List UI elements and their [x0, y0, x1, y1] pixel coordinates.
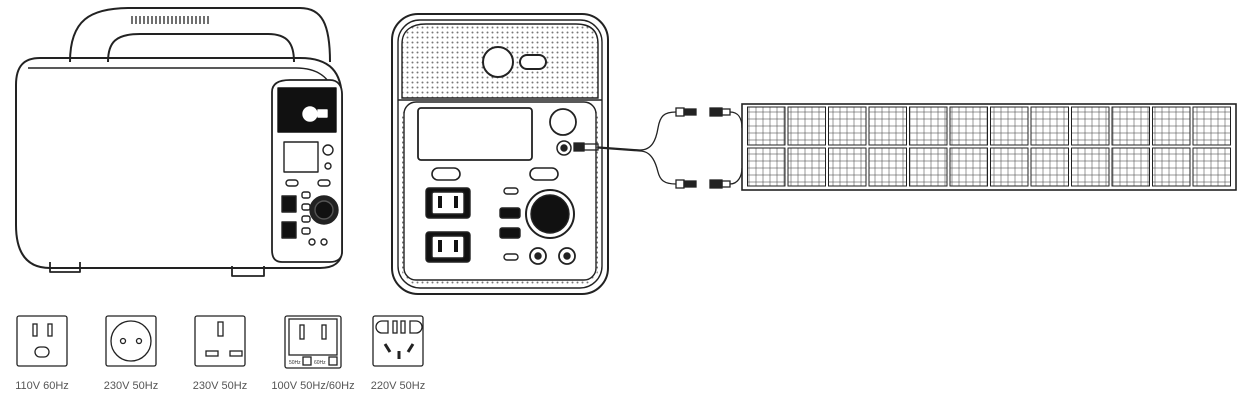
solar-cell-1-5	[949, 147, 988, 187]
socket-uk-label: 230V 50Hz	[192, 380, 248, 392]
power-station-front-view-icon	[391, 13, 609, 295]
socket-cn-icon	[372, 315, 424, 367]
solar-cell-0-3	[868, 106, 907, 146]
solar-cell-1-2	[828, 147, 867, 187]
solar-cell-0-10	[1152, 106, 1191, 146]
socket-cn-label: 220V 50Hz	[370, 380, 426, 392]
solar-cell-1-9	[1111, 147, 1150, 187]
solar-cell-0-7	[1030, 106, 1069, 146]
solar-cell-1-11	[1192, 147, 1231, 187]
socket-us-label: 110V 60Hz	[15, 380, 69, 392]
socket-jp-label: 100V 50Hz/60Hz	[271, 380, 355, 392]
socket-eu-icon	[105, 315, 157, 367]
jp-switch-label-50: 50Hz	[289, 360, 301, 366]
folding-solar-panel-icon	[741, 103, 1237, 191]
solar-cell-0-1	[787, 106, 826, 146]
power-station-side-view-icon	[15, 7, 343, 277]
socket-eu-label: 230V 50Hz	[103, 380, 159, 392]
socket-uk-icon	[194, 315, 246, 367]
solar-cell-0-0	[747, 106, 786, 146]
solar-cell-1-3	[868, 147, 907, 187]
socket-us-icon	[16, 315, 68, 367]
solar-cell-1-10	[1152, 147, 1191, 187]
solar-cell-1-1	[787, 147, 826, 187]
solar-cell-0-4	[909, 106, 948, 146]
solar-cell-1-0	[747, 147, 786, 187]
solar-cell-0-2	[828, 106, 867, 146]
solar-cell-1-7	[1030, 147, 1069, 187]
solar-cell-0-9	[1111, 106, 1150, 146]
solar-cell-1-6	[990, 147, 1029, 187]
vent-slots-top	[131, 16, 209, 24]
socket-jp-icon	[284, 315, 342, 369]
solar-y-branch-cable-icon	[573, 107, 743, 189]
solar-cell-0-6	[990, 106, 1029, 146]
solar-cell-0-8	[1071, 106, 1110, 146]
solar-cell-1-8	[1071, 147, 1110, 187]
solar-cell-0-5	[949, 106, 988, 146]
solar-cell-1-4	[909, 147, 948, 187]
solar-cell-0-11	[1192, 106, 1231, 146]
jp-switch-label-60: 60Hz	[314, 360, 326, 366]
